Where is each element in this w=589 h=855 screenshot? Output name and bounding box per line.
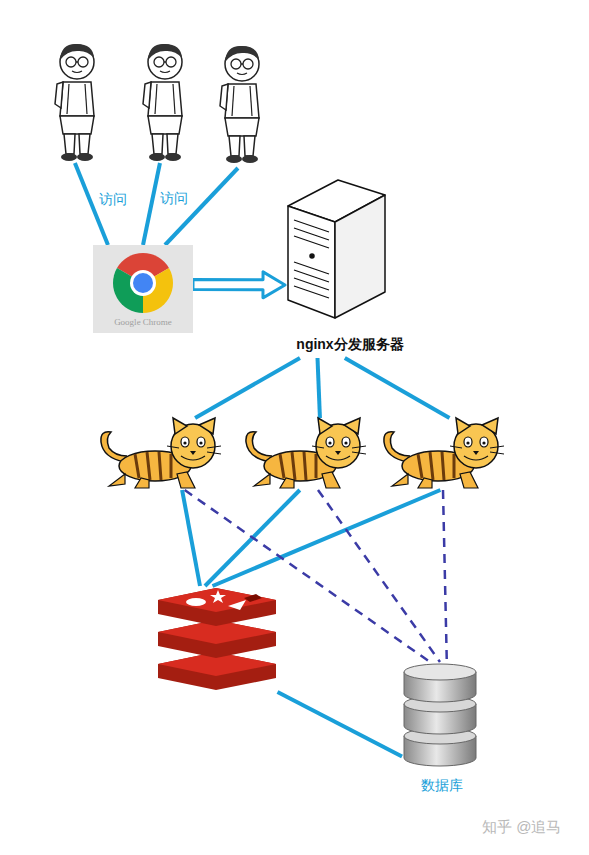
redis-layer-top (158, 588, 276, 612)
drive-slot (294, 220, 329, 298)
db-disc-top (404, 664, 476, 680)
database-cylinder (404, 664, 476, 766)
connector-line (318, 358, 320, 418)
browser-node: Google Chrome (93, 245, 193, 333)
connector-line (165, 168, 238, 245)
server-node: nginx分发服务器 (285, 178, 415, 358)
dashed-connector (318, 490, 440, 662)
user-figure (143, 44, 182, 161)
icon-background (93, 245, 193, 333)
tomcat-icon (246, 418, 366, 488)
logo-center (133, 273, 153, 293)
tomcat-node (378, 418, 508, 490)
user-node (210, 38, 275, 168)
database-node: 数据库 (402, 662, 482, 797)
edge-label: 访问 (160, 190, 188, 208)
tomcat-node (95, 418, 225, 490)
edge-label: 访问 (99, 191, 127, 209)
dashed-connector (443, 490, 447, 662)
redis-triangle (228, 600, 246, 610)
connector-line (278, 692, 403, 757)
node-label: nginx分发服务器 (285, 336, 415, 354)
server-front (288, 206, 335, 318)
server-tower (288, 180, 385, 318)
watermark-text: 知乎 @追马 (482, 818, 561, 837)
redis-layer (158, 588, 276, 626)
redis-node (155, 586, 280, 692)
connector-line (195, 358, 300, 418)
connector-line (345, 358, 450, 418)
node-label: 数据库 (402, 777, 482, 795)
server-side (335, 195, 385, 318)
user-node (45, 38, 110, 163)
user-figure (220, 46, 259, 163)
redis-diamond (244, 594, 262, 602)
node-label: Google Chrome (93, 317, 193, 327)
power-button (310, 254, 314, 258)
redis-circle (186, 598, 206, 606)
user-figure (55, 44, 94, 161)
user-node (132, 38, 197, 163)
redis-star (210, 590, 226, 603)
redis-icon (158, 588, 276, 690)
chrome-icon (93, 245, 193, 333)
block-arrow (193, 272, 285, 298)
tomcat-icon (384, 418, 504, 488)
connector-line (143, 163, 160, 245)
connector-line (213, 490, 441, 586)
tomcat-node (240, 418, 370, 490)
connector-line (182, 490, 200, 586)
tomcat-icon (101, 418, 221, 488)
logo-ring (130, 270, 156, 296)
